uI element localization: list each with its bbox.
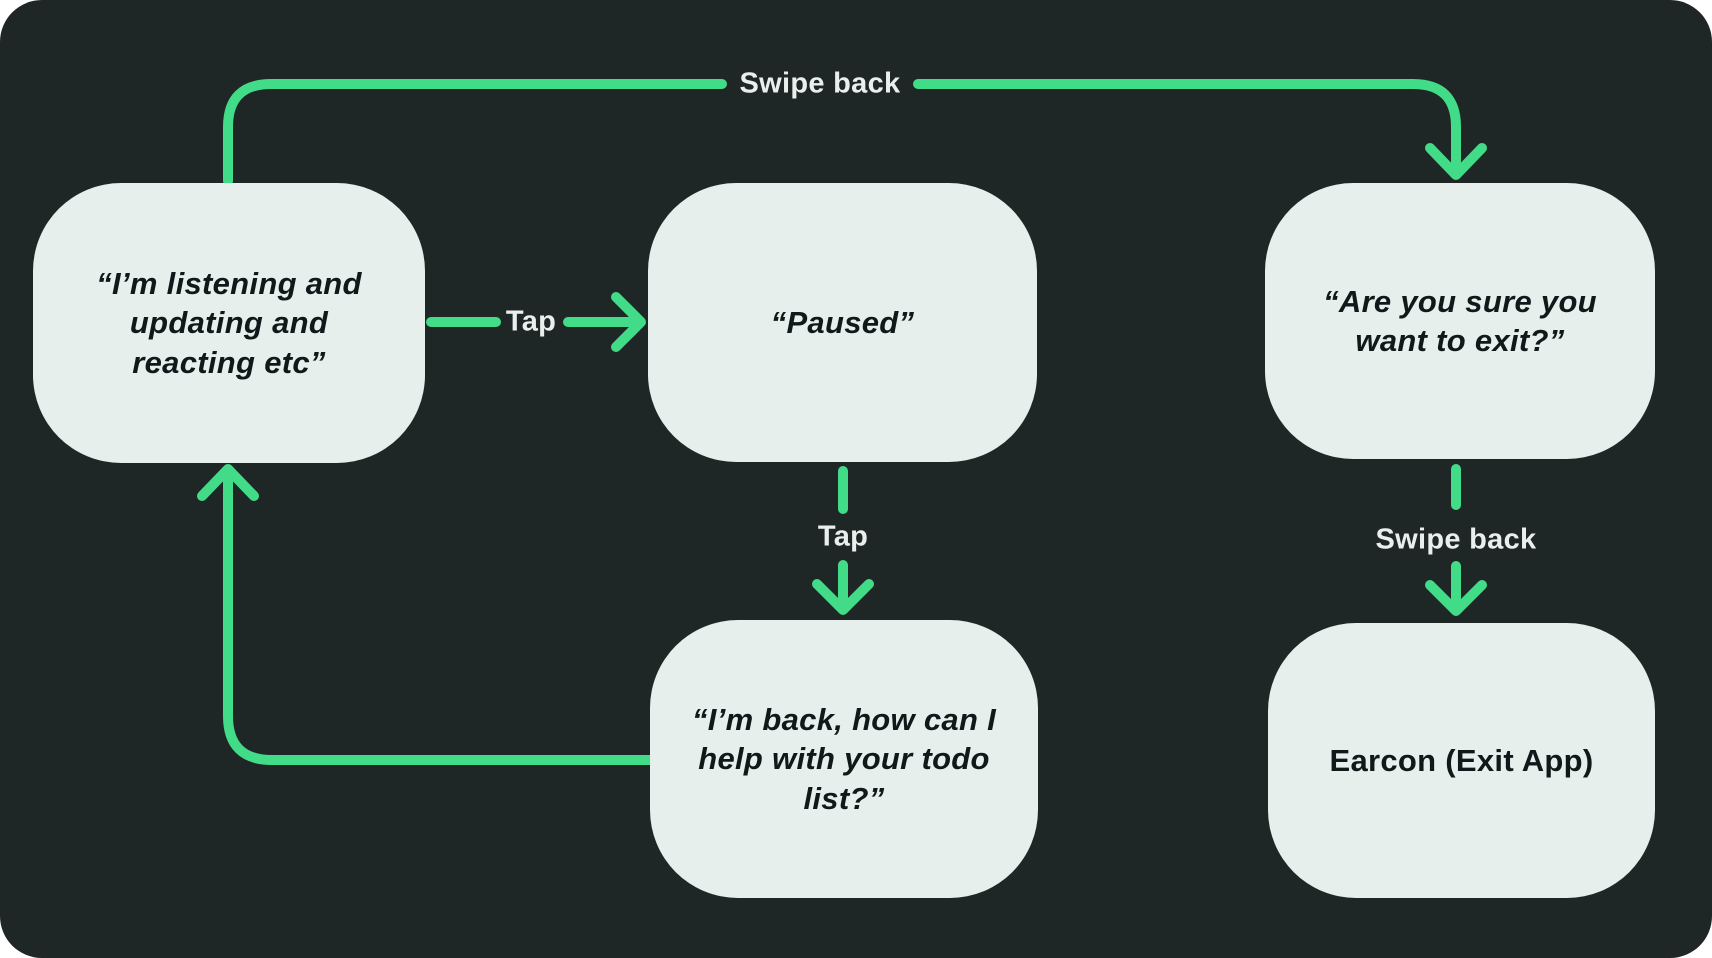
edge-loop-back-segment [223,469,655,765]
node-confirm-exit-state[interactable]: “Are you sure you want to exit?” [1265,183,1655,459]
node-back-state[interactable]: “I’m back, how can I help with your todo… [650,620,1038,898]
edge-label-swipe-back-top: Swipe back [739,67,901,100]
node-listening-label: “I’m listening and updating and reacting… [96,266,362,380]
edge-swipe-back-top-arrowhead-icon [1425,143,1487,180]
node-earcon-label: Earcon (Exit App) [1329,742,1594,778]
node-listening-state[interactable]: “I’m listening and updating and reacting… [33,183,425,463]
node-paused-label: “Paused” [770,304,915,340]
edge-tap-vertical-arrowhead-icon [812,579,874,615]
edge-label-tap-horizontal: Tap [505,305,557,338]
edge-tap-horizontal-arrowhead-icon [611,292,646,352]
node-confirm-exit-label: “Are you sure you want to exit?” [1323,283,1597,358]
edge-label-tap-vertical: Tap [817,520,869,553]
edge-loop-back-arrowhead-icon [197,464,259,501]
edge-swipe-back-top-left-segment [223,79,727,186]
edge-label-swipe-back-right: Swipe back [1375,523,1537,556]
node-paused-state[interactable]: “Paused” [648,183,1037,462]
edge-swipe-back-right-arrowhead-icon [1425,580,1487,616]
edge-swipe-back-top-right-segment [913,79,1461,170]
node-back-label: “I’m back, how can I help with your todo… [691,702,997,816]
node-earcon-exit-state[interactable]: Earcon (Exit App) [1268,623,1655,898]
